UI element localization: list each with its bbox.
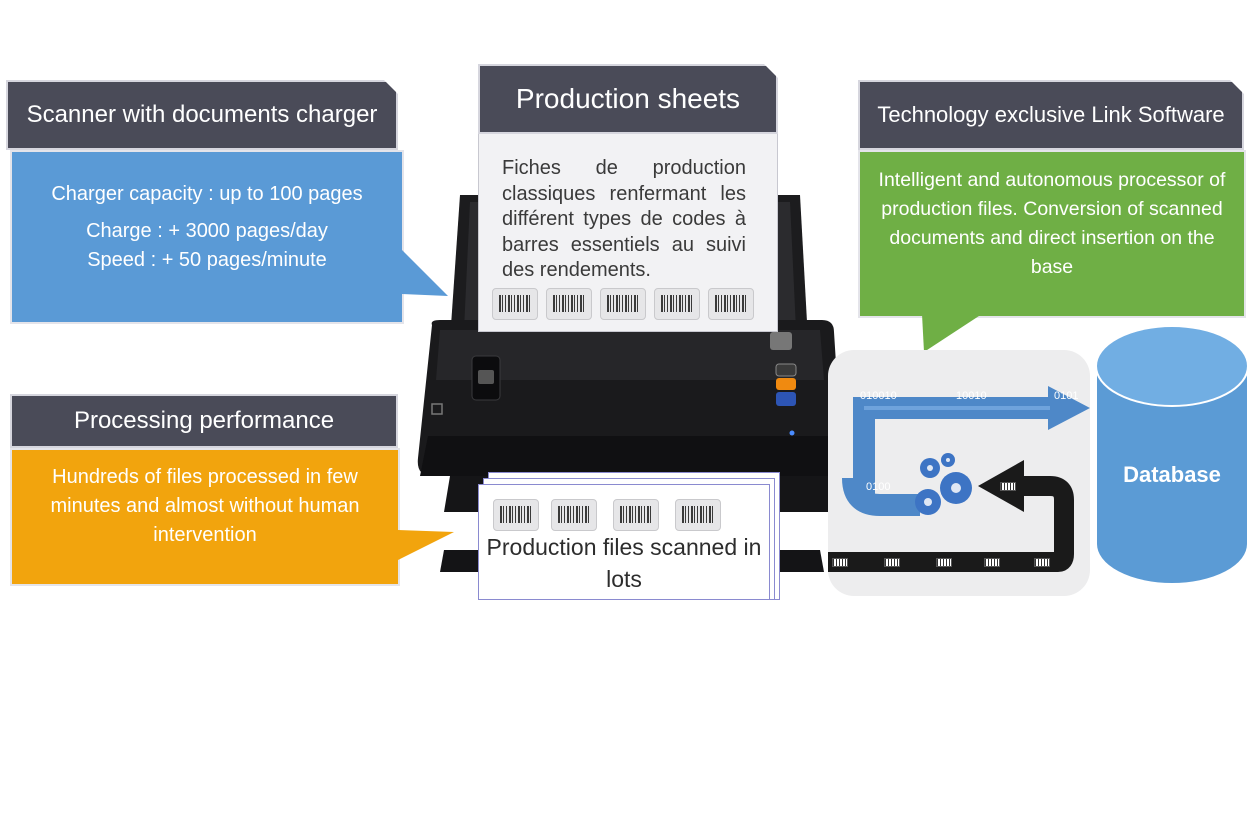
software-description-box: Intelligent and autonomous processor of …	[858, 150, 1246, 318]
performance-text: Hundreds of files processed in few minut…	[50, 465, 360, 546]
conveyor-barcode-icon	[832, 558, 848, 567]
spec-speed: Speed : + 50 pages/minute	[87, 248, 327, 271]
performance-panel-title: Processing performance	[73, 407, 335, 435]
scanned-files-label: Production files scanned in lots	[486, 534, 762, 592]
production-panel-header: Production sheets	[478, 64, 778, 134]
scanner-callout-tail	[402, 250, 448, 296]
barcode-icon	[675, 499, 721, 531]
flow-bit-4: 0100	[866, 481, 891, 493]
database-cylinder	[1095, 325, 1248, 585]
scanner-panel-header: Scanner with documents charger	[6, 80, 398, 150]
barcode-icon	[654, 288, 700, 320]
flow-bit-2: 10010	[956, 390, 987, 402]
barcode-icon	[492, 288, 538, 320]
spec-charge: Charge : + 3000 pages/day	[86, 219, 328, 242]
barcode-icon	[551, 499, 597, 531]
barcode-icon	[708, 288, 754, 320]
performance-callout-tail	[398, 530, 454, 560]
software-callout-tail	[922, 314, 982, 352]
software-description-text: Intelligent and autonomous processor of …	[878, 169, 1226, 278]
conveyor-barcode-icon	[1034, 558, 1050, 567]
barcode-icon	[493, 499, 539, 531]
conveyor-barcode-icon	[984, 558, 1000, 567]
data-flow-diagram	[828, 386, 1090, 572]
spec-charger-capacity: Charger capacity : up to 100 pages	[51, 182, 363, 205]
scanner-panel-title: Scanner with documents charger	[26, 101, 378, 129]
production-panel-text: Fiches de production classiques renferma…	[502, 157, 746, 281]
scanner-specs-box: Charger capacity : up to 100 pages Charg…	[10, 150, 404, 324]
barcode-icon	[600, 288, 646, 320]
flow-bit-1: 010010	[860, 390, 897, 402]
software-panel-header: Technology exclusive Link Software	[858, 80, 1244, 150]
production-panel-title: Production sheets	[515, 82, 741, 114]
conveyor-barcode-icon	[1000, 482, 1016, 491]
scanned-files-card: Production files scanned in lots	[478, 484, 770, 600]
conveyor-barcode-icon	[884, 558, 900, 567]
barcode-icon	[546, 288, 592, 320]
software-panel-title: Technology exclusive Link Software	[877, 101, 1225, 127]
flow-bit-3: 0101	[1054, 390, 1079, 402]
barcode-icon	[613, 499, 659, 531]
conveyor-barcode-icon	[936, 558, 952, 567]
database-label: Database	[1123, 462, 1221, 487]
production-barcodes	[490, 288, 760, 324]
performance-box: Hundreds of files processed in few minut…	[10, 448, 400, 586]
performance-panel-header: Processing performance	[10, 394, 398, 448]
